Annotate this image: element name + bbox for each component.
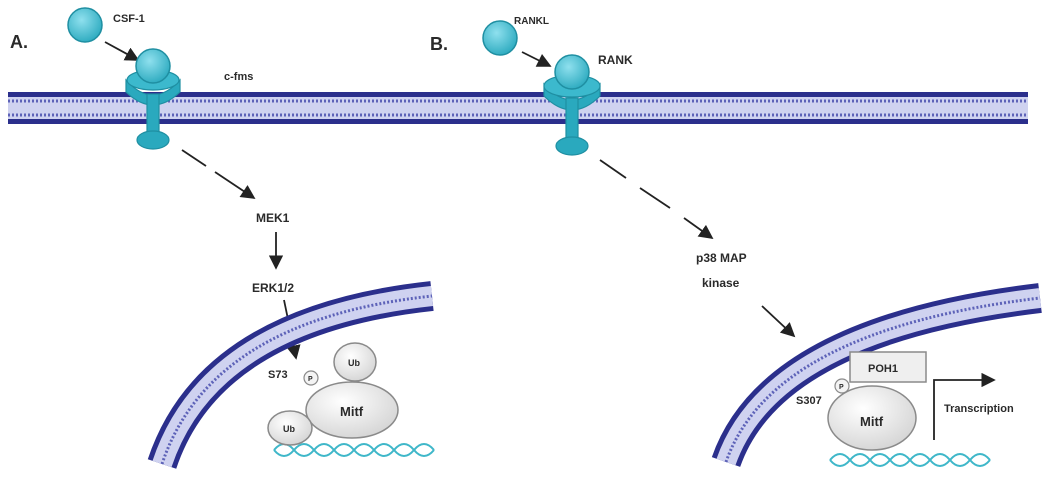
ubiquitin-label-a2: Ub xyxy=(283,424,295,434)
signal-arrow-a2 xyxy=(214,171,256,199)
ubiquitin-a1 xyxy=(333,342,377,382)
ligand-binding-arrow-a xyxy=(104,41,140,61)
rankl-label: RANKL xyxy=(514,16,549,27)
s307-label: S307 xyxy=(796,395,822,407)
mitf-label-a: Mitf xyxy=(340,404,364,419)
mitf-protein-a xyxy=(305,381,399,439)
panel-a: A. CSF-1 c-fms MEK1 ERK1/2 xyxy=(10,7,435,469)
p38-label-line2: kinase xyxy=(702,276,740,290)
phospho-marker-a xyxy=(303,370,319,386)
panel-a-label: A. xyxy=(10,32,28,52)
signal-arrow-b3 xyxy=(683,217,714,240)
csf-1-bound xyxy=(135,48,171,84)
phospho-marker-b xyxy=(834,378,850,394)
panel-b: B. RANKL RANK p38 MAP kinase xyxy=(430,16,1042,468)
csf-1-ligand xyxy=(67,7,103,43)
signal-arrow-a1 xyxy=(181,149,207,167)
dna-helix-b xyxy=(829,453,991,467)
mitf-label-b: Mitf xyxy=(860,414,884,429)
ubiquitin-a2 xyxy=(267,410,313,446)
phospho-mark-b: P xyxy=(839,384,844,391)
dna-helix-a xyxy=(273,443,435,457)
nuclear-envelope-a xyxy=(147,281,434,469)
mek1-label: MEK1 xyxy=(256,211,290,225)
panel-b-label: B. xyxy=(430,34,448,54)
c-fms-label: c-fms xyxy=(224,71,253,83)
poh1-box xyxy=(849,351,927,383)
transcription-arrow xyxy=(933,372,996,440)
rankl-ligand xyxy=(482,20,518,56)
mitf-protein-b xyxy=(827,385,917,451)
p38-nucleus-arrow xyxy=(761,305,796,338)
csf-1-label: CSF-1 xyxy=(113,13,145,25)
plasma-membrane xyxy=(8,92,1028,124)
ubiquitin-label-a1: Ub xyxy=(348,358,360,368)
c-fms-receptor xyxy=(125,69,181,150)
signal-arrow-b1 xyxy=(599,159,627,179)
erk-label: ERK1/2 xyxy=(252,281,294,295)
rank-label: RANK xyxy=(598,53,633,67)
ligand-binding-arrow-b xyxy=(521,51,552,67)
transcription-label: Transcription xyxy=(944,403,1014,415)
rankl-bound xyxy=(554,54,590,90)
phospho-mark-a: P xyxy=(308,376,313,383)
poh1-label: POH1 xyxy=(868,363,898,375)
s73-label: S73 xyxy=(268,369,288,381)
nuclear-envelope-b xyxy=(711,283,1042,468)
signal-arrow-b2 xyxy=(639,187,671,209)
p38-label-line1: p38 MAP xyxy=(696,251,747,265)
